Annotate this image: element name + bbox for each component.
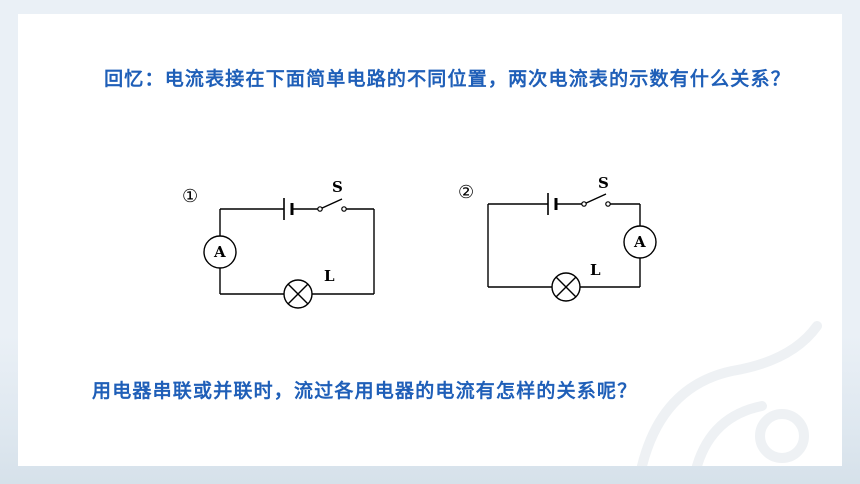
switch-label-1: S <box>332 178 343 196</box>
main-question: 用电器串联或并联时，流过各用电器的电流有怎样的关系呢？ <box>92 380 638 402</box>
ammeter-label-2: A <box>633 233 646 251</box>
ammeter-label-1: A <box>213 243 226 261</box>
lamp-label-1: L <box>324 267 335 285</box>
circuit-diagram-1: ① S A L <box>182 178 375 309</box>
lamp-label-2: L <box>590 261 601 279</box>
watermark-logo <box>637 321 822 466</box>
circuit-diagram-2: ② S A L <box>458 174 657 302</box>
circuit-number-2: ② <box>458 182 474 203</box>
circuit-number-1: ① <box>182 186 198 207</box>
slide-card <box>18 14 842 466</box>
switch-label-2: S <box>598 174 609 192</box>
intro-question: 回忆：电流表接在下面简单电路的不同位置，两次电流表的示数有什么关系？ <box>104 68 791 90</box>
